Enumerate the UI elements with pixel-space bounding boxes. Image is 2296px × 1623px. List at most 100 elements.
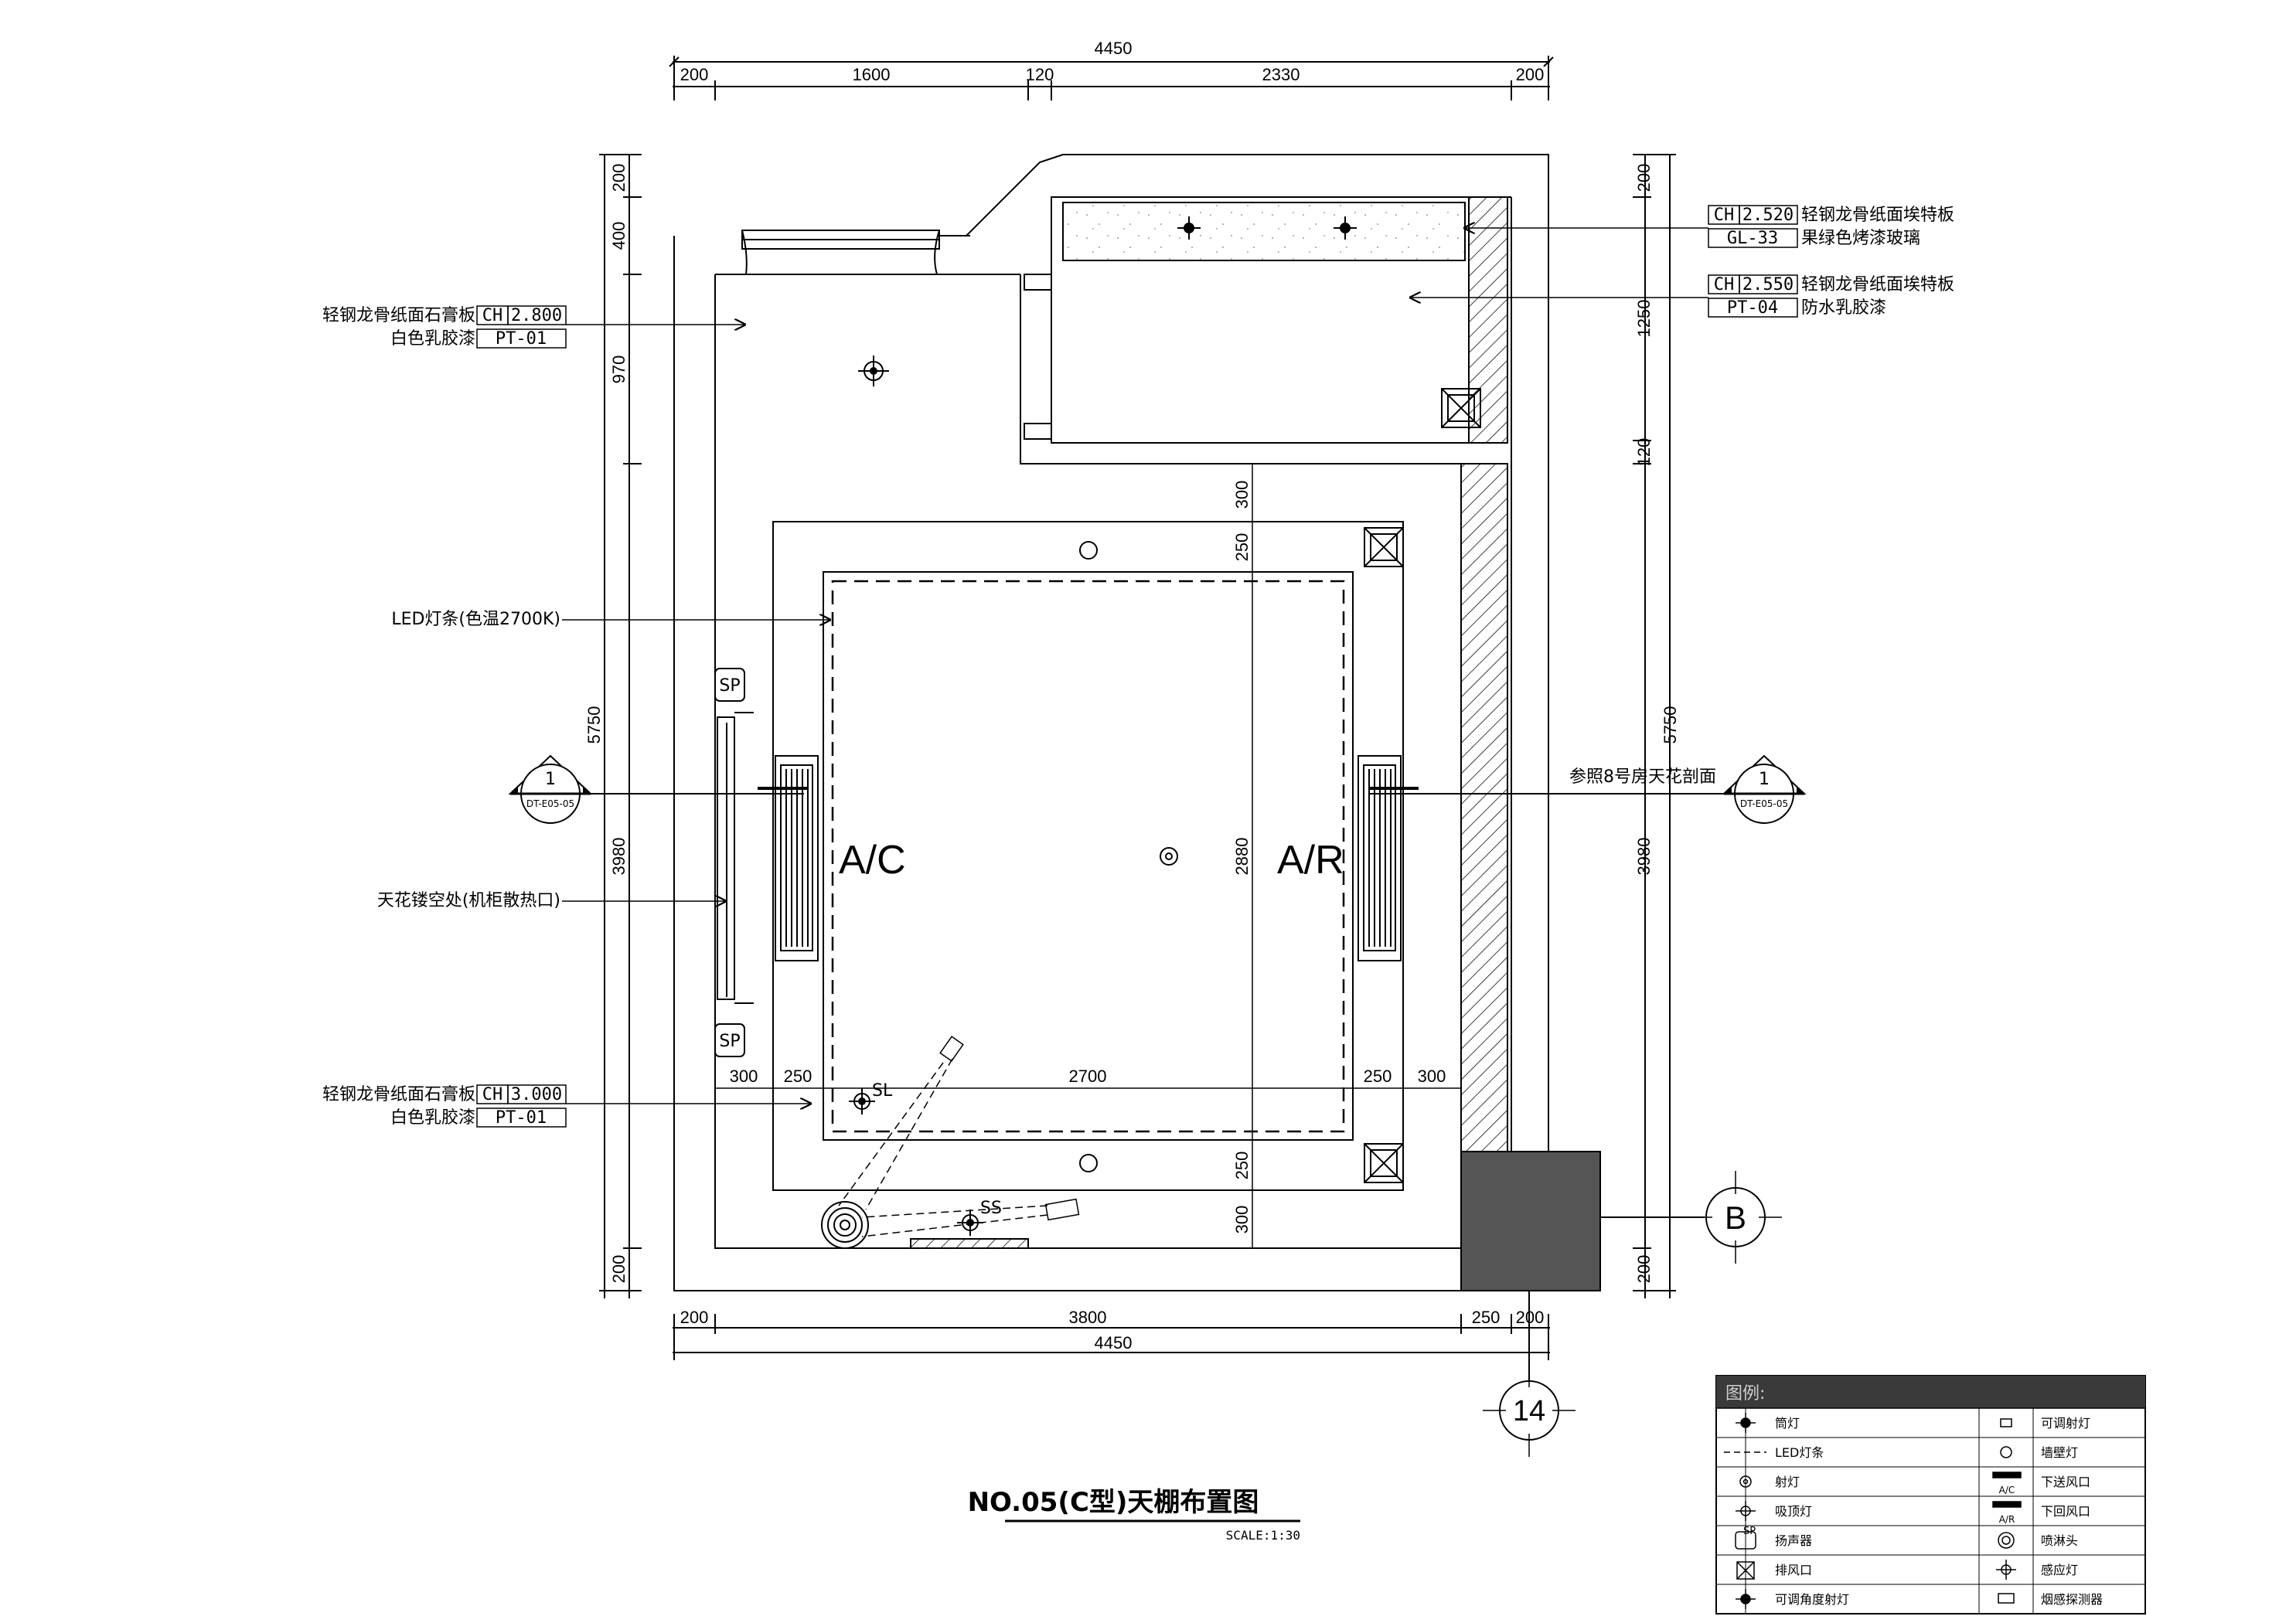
downlight-2 [1177, 216, 1201, 240]
svg-text:1: 1 [545, 770, 556, 789]
svg-text:14: 14 [1513, 1395, 1545, 1427]
svg-text:PT-01: PT-01 [496, 329, 547, 349]
spot-circle-icon [1160, 847, 1178, 866]
dim-top-seg-4: 2330 [1262, 65, 1300, 84]
dim-inner-h-2: 250 [784, 1067, 812, 1086]
svg-text:CH: CH [482, 306, 503, 325]
dim-inner-v-3: 2880 [1232, 838, 1252, 876]
sprinkler-icon [821, 1201, 869, 1249]
legend-row-3-right: 下送风口 [2041, 1475, 2090, 1489]
svg-text:1: 1 [1759, 770, 1770, 789]
dim-top-seg-2: 1600 [853, 65, 891, 84]
svg-text:CH: CH [1714, 206, 1735, 225]
structural-column [1460, 1151, 1601, 1291]
right-dimension-lines [1633, 154, 1676, 1298]
svg-text:SP: SP [1743, 1526, 1756, 1537]
bathroom-block [1020, 196, 1508, 464]
svg-text:白色乳胶漆: 白色乳胶漆 [390, 1108, 475, 1128]
dim-right-seg-1: 200 [1634, 164, 1654, 192]
speaker-bottom: SP [714, 1023, 745, 1057]
dim-inner-h-4: 250 [1364, 1067, 1392, 1086]
wall-lamp-icon [1079, 541, 1098, 1172]
svg-text:2.800: 2.800 [511, 306, 562, 325]
sl-label: SL [872, 1081, 893, 1101]
legend-box: 图例: SP [1715, 1375, 2146, 1614]
section-marker-left: 1 DT-E05-05 [508, 754, 804, 824]
exhaust-fan-3 [1364, 1143, 1404, 1183]
legend-row-2-right: 墙壁灯 [2041, 1445, 2078, 1460]
svg-text:3.000: 3.000 [511, 1085, 562, 1104]
section-reference-note: 参照8号房天花剖面 [1569, 767, 1716, 787]
dim-bottom-seg-1: 200 [680, 1308, 709, 1327]
svg-text:CH: CH [1714, 275, 1735, 294]
dim-inner-v-4: 250 [1232, 1152, 1252, 1180]
legend-row-5-left: 扬声器 [1775, 1533, 1812, 1548]
dim-inner-h-3: 2700 [1069, 1067, 1107, 1086]
right-hatched-wall [1460, 463, 1508, 1152]
ar-label: A/R [1277, 838, 1344, 883]
dim-left-seg-4: 3980 [609, 838, 629, 876]
section-marker-right: 1 DT-E05-05 [1368, 754, 1807, 824]
dim-right-total: 5750 [1661, 706, 1680, 744]
dim-top-seg-1: 200 [680, 65, 709, 84]
led-strip-outline [831, 580, 1345, 1133]
callout-right-1: CH 2.520 轻钢龙骨纸面埃特板 GL-33 果绿色烤漆玻璃 [1463, 205, 1954, 248]
legend-row-3-left: 射灯 [1775, 1475, 1800, 1489]
dim-right-seg-5: 200 [1634, 1255, 1654, 1284]
drawing-title: NO.05(C型)天棚布置图 [968, 1487, 1259, 1518]
grid-marker-14: 14 [1483, 1291, 1576, 1457]
legend-row-6-left: 排风口 [1775, 1563, 1812, 1577]
svg-text:PT-01: PT-01 [496, 1108, 547, 1128]
svg-text:SP: SP [719, 1032, 740, 1051]
svg-text:防水乳胶漆: 防水乳胶漆 [1801, 298, 1886, 318]
svg-text:2.550: 2.550 [1742, 275, 1794, 294]
dim-left-seg-2: 400 [609, 222, 629, 250]
legend-row-4-right: 下回风口 [2041, 1504, 2090, 1519]
outer-walls [673, 154, 1549, 1291]
dim-right-seg-3: 120 [1634, 438, 1654, 467]
svg-text:天花镂空处(机柜散热口): 天花镂空处(机柜散热口) [377, 891, 560, 910]
ac-label: A/C [839, 838, 906, 883]
bottom-dimension-lines [673, 1314, 1550, 1360]
dim-left-seg-3: 970 [609, 356, 629, 384]
dim-left-total: 5750 [584, 706, 604, 744]
svg-text:GL-33: GL-33 [1727, 229, 1778, 248]
exhaust-fan-2 [1364, 527, 1404, 567]
dim-bottom-seg-3: 250 [1472, 1308, 1501, 1327]
ac-supply-vent [758, 755, 819, 961]
left-dimension-lines [599, 154, 642, 1298]
ceiling-outer-tray [772, 521, 1404, 1191]
curtain-box [910, 1238, 1029, 1249]
dim-inner-h-5: 300 [1418, 1067, 1446, 1086]
speaker-top: SP [714, 668, 745, 702]
svg-text:A/R: A/R [1999, 1514, 2015, 1525]
adjustable-spotlights [838, 1036, 1080, 1237]
top-dimension-lines [669, 56, 1554, 100]
dim-right-seg-4: 3980 [1634, 838, 1654, 876]
downlight-1 [858, 356, 889, 386]
dim-left-seg-1: 200 [609, 164, 629, 192]
downlight-3 [1334, 216, 1357, 240]
dim-inner-v-1: 300 [1232, 481, 1252, 509]
svg-text:SP: SP [719, 676, 740, 696]
ss-light [957, 1210, 983, 1236]
dim-bottom-seg-2: 3800 [1069, 1308, 1107, 1327]
svg-text:2.520: 2.520 [1742, 206, 1794, 225]
dim-top-seg-5: 200 [1516, 65, 1545, 84]
legend-row-2-left: LED灯条 [1775, 1445, 1824, 1460]
svg-text:LED灯条(色温2700K): LED灯条(色温2700K) [391, 610, 560, 629]
svg-text:B: B [1725, 1199, 1746, 1236]
callout-ceiling-2: 轻钢龙骨纸面石膏板 CH 3.000 白色乳胶漆 PT-01 [322, 1084, 812, 1128]
dim-right-seg-2: 1250 [1634, 300, 1654, 338]
dim-left-seg-5: 200 [609, 1255, 629, 1284]
callout-right-2: CH 2.550 轻钢龙骨纸面埃特板 PT-04 防水乳胶漆 [1409, 274, 1954, 318]
exhaust-fan-1 [1441, 388, 1481, 428]
callout-recess: 天花镂空处(机柜散热口) [377, 891, 727, 910]
legend-row-7-right: 烟感探测器 [2041, 1592, 2103, 1607]
svg-text:轻钢龙骨纸面石膏板: 轻钢龙骨纸面石膏板 [322, 306, 475, 325]
callout-ceiling-1: 轻钢龙骨纸面石膏板 CH 2.800 白色乳胶漆 PT-01 [322, 305, 746, 349]
svg-text:PT-04: PT-04 [1727, 298, 1778, 318]
legend-row-1-right: 可调射灯 [2041, 1416, 2090, 1431]
grid-marker-b: B [1600, 1171, 1782, 1264]
